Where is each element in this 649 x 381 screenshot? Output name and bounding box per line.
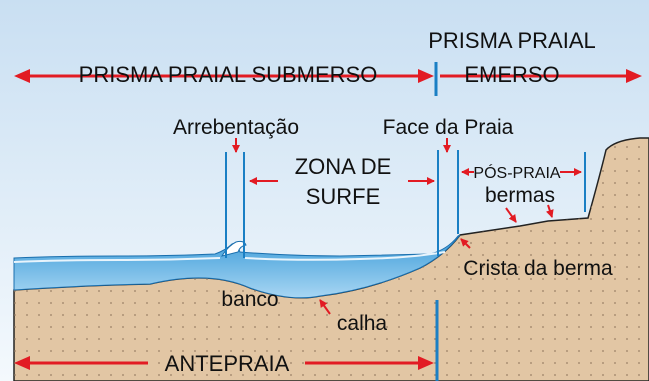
arrowhead-left xyxy=(14,356,30,370)
bermas-pointer-1 xyxy=(505,207,517,223)
pos-praia-label: PÓS-PRAIA xyxy=(473,163,560,182)
antepraia-label: ANTEPRAIA xyxy=(165,351,290,376)
calha-pointer xyxy=(319,299,331,315)
arrowhead-right xyxy=(418,69,434,83)
prisma-submerso-label: PRISMA PRAIAL SUBMERSO xyxy=(79,62,378,87)
arrebentacao-label: Arrebentação xyxy=(173,116,299,139)
calha-label: calha xyxy=(337,312,388,335)
banco-label: banco xyxy=(221,288,278,311)
arrowhead-right xyxy=(626,69,642,83)
face-da-praia-label: Face da Praia xyxy=(383,116,514,139)
arrowhead-right xyxy=(418,356,434,370)
prisma-emerso-label-1: PRISMA PRAIAL xyxy=(428,28,596,53)
prisma-emerso-label-2: EMERSO xyxy=(464,62,559,87)
sand-dots xyxy=(14,138,649,381)
wave-foam-line xyxy=(13,251,446,263)
crista-da-berma-label: Crista da berma xyxy=(463,257,613,280)
zona-de-surfe-label-1: ZONA DE xyxy=(295,154,392,179)
bermas-pointer-2 xyxy=(545,204,554,218)
bermas-label: bermas xyxy=(485,184,555,207)
crista-pointer xyxy=(460,238,471,249)
arrowhead-left xyxy=(14,69,30,83)
zona-de-surfe-label-2: SURFE xyxy=(306,184,381,209)
